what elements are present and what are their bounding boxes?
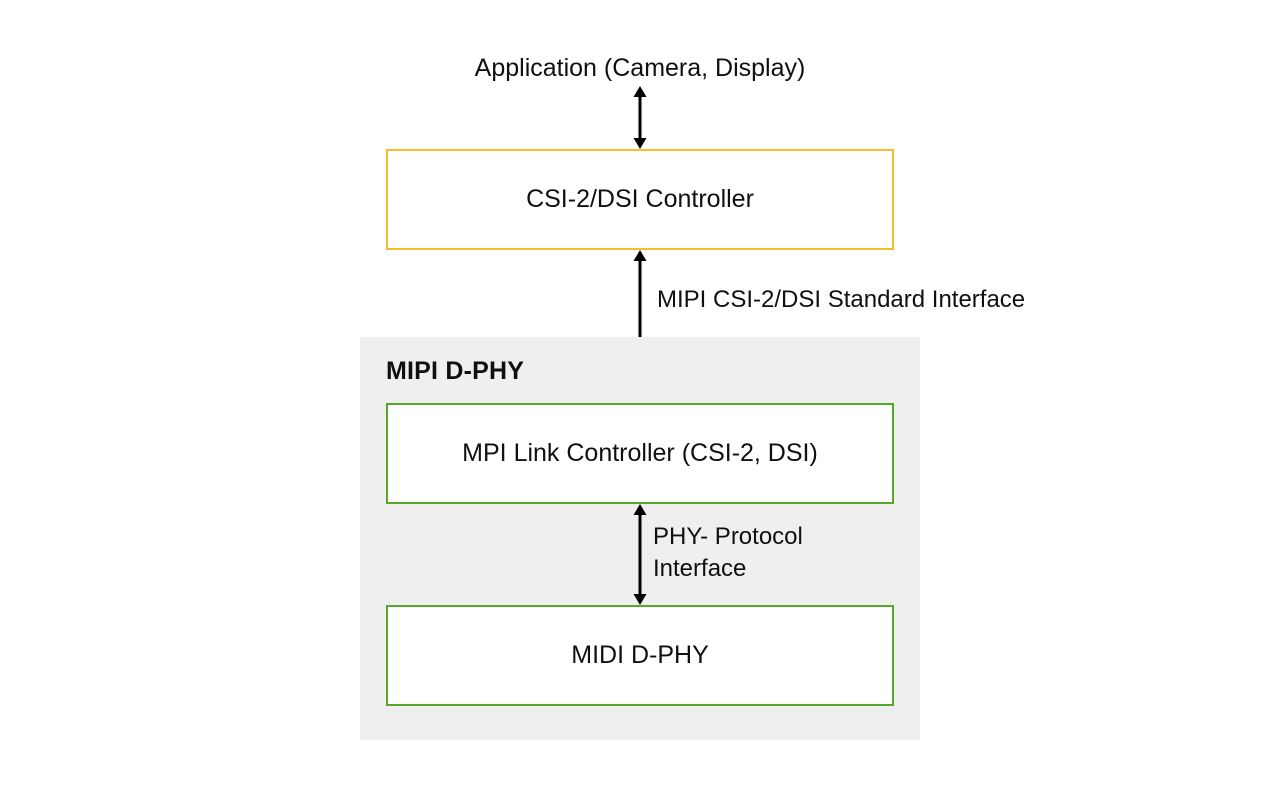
panel-mipi-d-phy-title: MIPI D-PHY [386,357,525,385]
phy-protocol-interface-label-line1: PHY- Protocol [653,523,803,550]
box-csi2-dsi-controller: CSI-2/DSI Controller [386,149,894,250]
box-mpi-link-controller-label: MPI Link Controller (CSI-2, DSI) [462,439,818,468]
application-to-controller-arrow [633,86,647,149]
phy-protocol-interface-label: PHY- Protocol Interface [653,521,883,584]
box-midi-d-phy: MIDI D-PHY [386,605,894,706]
box-mpi-link-controller: MPI Link Controller (CSI-2, DSI) [386,403,894,504]
link-controller-to-phy-arrow [633,504,647,605]
application-caption: Application (Camera, Display) [474,54,806,82]
mipi-standard-interface-label: MIPI CSI-2/DSI Standard Interface [657,286,1026,313]
box-csi2-dsi-controller-label: CSI-2/DSI Controller [526,185,754,214]
box-midi-d-phy-label: MIDI D-PHY [571,641,709,670]
phy-protocol-interface-label-line2: Interface [653,554,747,582]
